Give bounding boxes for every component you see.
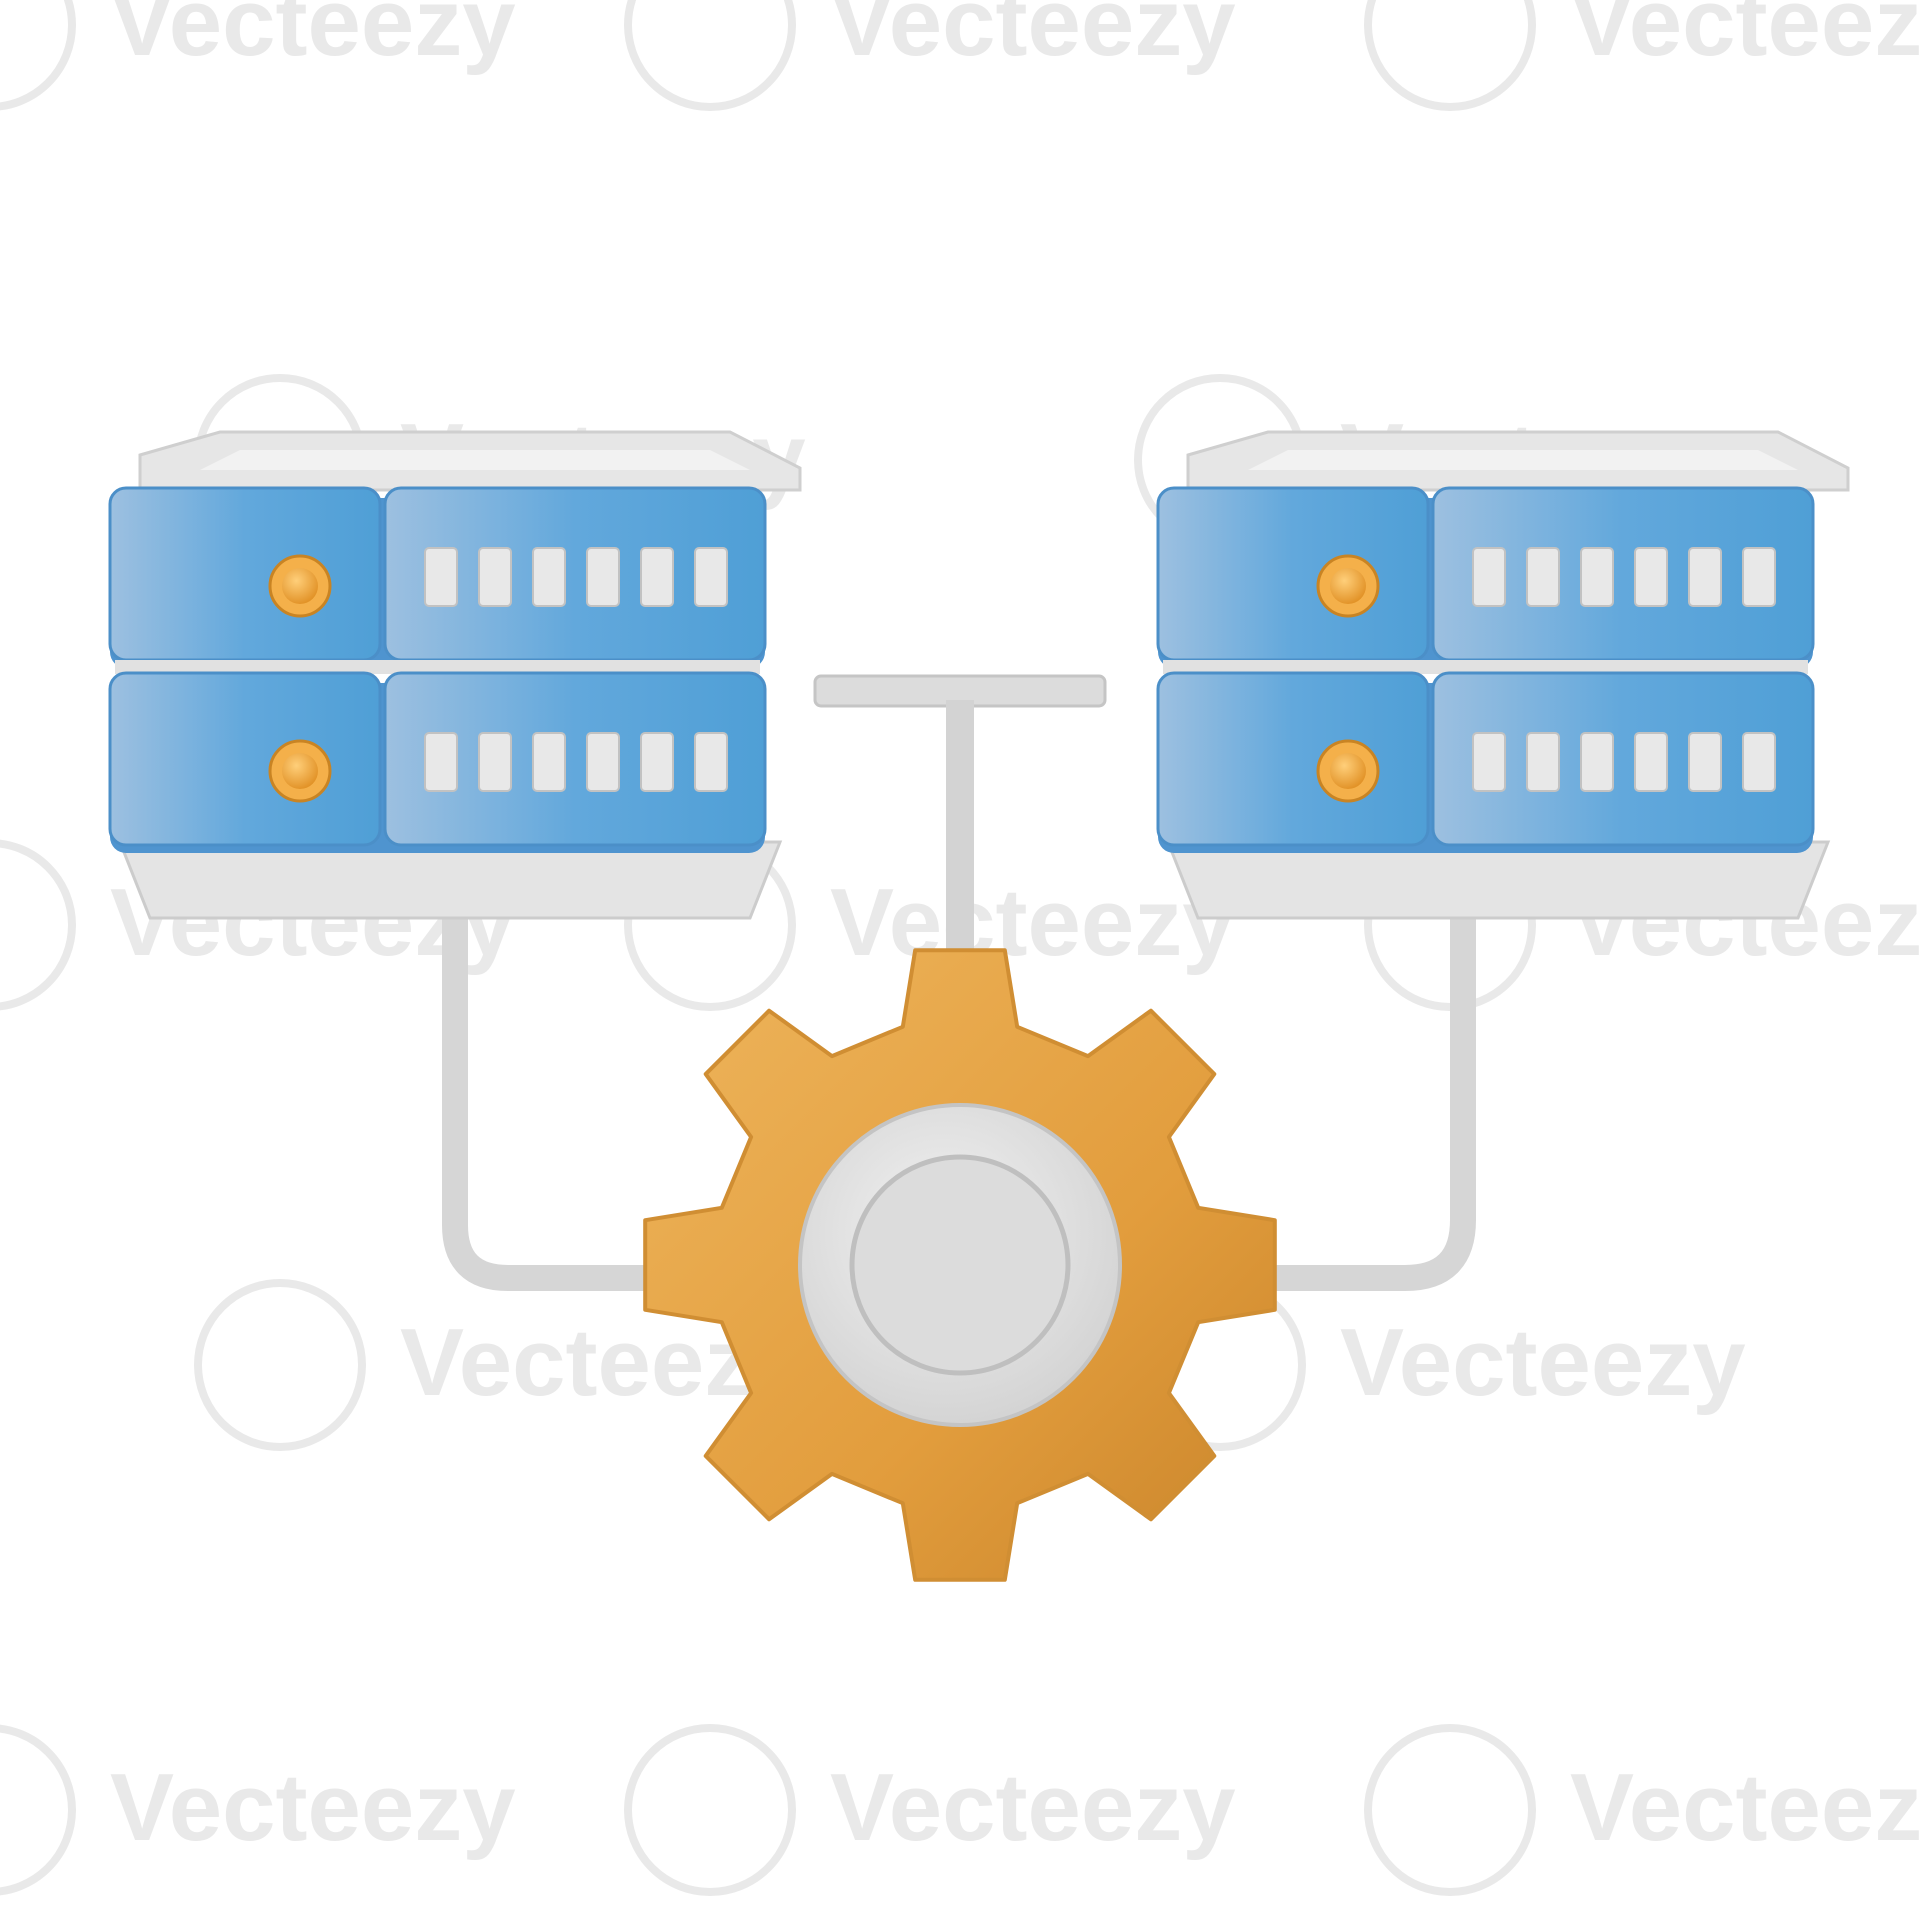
watermark-logo <box>624 0 796 111</box>
server-drive-slot <box>640 547 674 607</box>
watermark: Vecteezy <box>1364 1724 1920 1896</box>
server-left <box>108 430 802 920</box>
server-drive-slot <box>478 732 512 792</box>
server-drive-slot <box>1580 547 1614 607</box>
watermark: Vecteezy <box>624 0 1236 111</box>
watermark-text: Vecteezy <box>1340 1309 1746 1416</box>
server-led-core <box>1330 568 1366 604</box>
server-drive-slot <box>1472 732 1506 792</box>
server-unit-divider <box>115 660 760 674</box>
server-led-core <box>282 753 318 789</box>
server-drive-slot <box>1742 547 1776 607</box>
server-led-core <box>282 568 318 604</box>
server-drive-slot <box>478 547 512 607</box>
server-drive-slot <box>424 547 458 607</box>
watermark-logo <box>194 1279 366 1451</box>
server-unit-side-panel <box>108 486 382 662</box>
watermark-logo <box>0 0 76 111</box>
watermark: Vecteezy <box>0 0 516 111</box>
server-drive-slot <box>586 732 620 792</box>
watermark: Vecteezy <box>0 1724 516 1896</box>
watermark-logo <box>0 1724 76 1896</box>
server-drive-slot <box>424 732 458 792</box>
server-drive-slot <box>1688 547 1722 607</box>
server-unit-side-panel <box>1156 671 1430 847</box>
watermark-logo <box>0 839 76 1011</box>
watermark-logo <box>624 1724 796 1896</box>
server-drive-slot <box>1526 547 1560 607</box>
server-unit-front-panel <box>383 671 767 847</box>
server-base <box>117 840 783 920</box>
server-drive-slot <box>1688 732 1722 792</box>
watermark-text: Vecteezy <box>110 0 516 76</box>
watermark: Vecteezy <box>624 839 1236 1011</box>
gear-hub-inner <box>849 1154 1071 1376</box>
server-drive-slot <box>1742 732 1776 792</box>
server-drive-slot <box>532 547 566 607</box>
server-drive-slot <box>1580 732 1614 792</box>
watermark-text: Vecteezy <box>110 1754 516 1861</box>
server-unit-side-panel <box>108 671 382 847</box>
watermark-text: Vecteezy <box>830 1754 1236 1861</box>
server-right <box>1156 430 1850 920</box>
watermark-text: Vecteezy <box>830 0 1236 76</box>
server-drive-slot <box>694 547 728 607</box>
server-unit-side-panel <box>1156 486 1430 662</box>
t-connector <box>813 674 1107 970</box>
watermark-logo <box>1364 1724 1536 1896</box>
server-drive-slot <box>1472 547 1506 607</box>
server-top-recess <box>1248 450 1798 470</box>
server-led-core <box>1330 753 1366 789</box>
server-drive-slot <box>640 732 674 792</box>
server-top-recess <box>200 450 750 470</box>
watermark-logo <box>1364 0 1536 111</box>
server-drive-slot <box>1634 547 1668 607</box>
gear-icon <box>643 948 1277 1582</box>
watermark-text: Vecteezy <box>830 869 1236 976</box>
server-drive-slot <box>532 732 566 792</box>
watermark: Vecteezy <box>1364 0 1920 111</box>
server-drive-slot <box>1526 732 1560 792</box>
server-unit-divider <box>1163 660 1808 674</box>
watermark: Vecteezy <box>624 1724 1236 1896</box>
server-drive-slot <box>694 732 728 792</box>
server-base <box>1165 840 1831 920</box>
server-unit-front-panel <box>1431 671 1815 847</box>
server-drive-slot <box>586 547 620 607</box>
server-drive-slot <box>1634 732 1668 792</box>
watermark-text: Vecteezy <box>1570 1754 1920 1861</box>
watermark-text: Vecteezy <box>1570 0 1920 76</box>
